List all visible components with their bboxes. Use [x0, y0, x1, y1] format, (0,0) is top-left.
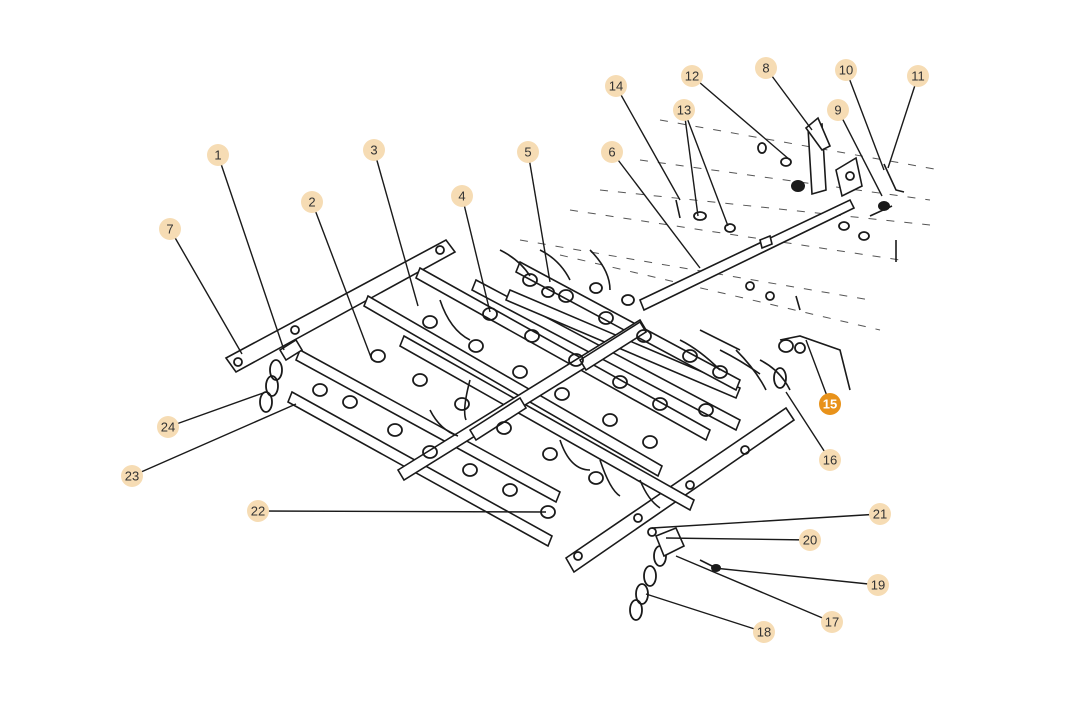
- callout-7[interactable]: 7: [159, 218, 181, 240]
- svg-text:1: 1: [214, 148, 221, 163]
- svg-text:11: 11: [911, 69, 925, 84]
- svg-text:4: 4: [458, 189, 465, 204]
- callout-10[interactable]: 10: [835, 59, 857, 81]
- svg-text:17: 17: [825, 615, 839, 630]
- left-chain: [259, 338, 304, 413]
- callout-21[interactable]: 21: [869, 503, 891, 525]
- tine-bars: [286, 260, 742, 548]
- svg-text:7: 7: [166, 222, 173, 237]
- callout-11[interactable]: 11: [907, 65, 929, 87]
- svg-text:3: 3: [370, 143, 377, 158]
- svg-text:5: 5: [524, 145, 531, 160]
- callout-19[interactable]: 19: [867, 574, 889, 596]
- leader-lines: [131, 67, 919, 633]
- svg-text:16: 16: [823, 453, 837, 468]
- callout-4[interactable]: 4: [451, 185, 473, 207]
- callout-22[interactable]: 22: [247, 500, 269, 522]
- callout-2[interactable]: 2: [301, 191, 323, 213]
- svg-text:10: 10: [839, 63, 853, 78]
- callout-3[interactable]: 3: [363, 139, 385, 161]
- callout-23[interactable]: 23: [121, 465, 143, 487]
- right-chain: [629, 526, 721, 621]
- svg-text:18: 18: [757, 625, 771, 640]
- callouts: 1 2 3 4 5 6 7 8 9 10 11 12 13 14 15 16 1…: [121, 57, 929, 643]
- svg-text:2: 2: [308, 195, 315, 210]
- svg-text:24: 24: [161, 420, 175, 435]
- svg-text:22: 22: [251, 504, 265, 519]
- svg-text:13: 13: [677, 103, 691, 118]
- callout-1[interactable]: 1: [207, 144, 229, 166]
- callout-15[interactable]: 15: [819, 393, 841, 415]
- svg-text:20: 20: [803, 533, 817, 548]
- callout-6[interactable]: 6: [601, 141, 623, 163]
- callout-13[interactable]: 13: [673, 99, 695, 121]
- callout-17[interactable]: 17: [821, 611, 843, 633]
- callout-5[interactable]: 5: [517, 141, 539, 163]
- curved-tines: [429, 249, 791, 509]
- harrow-frame-drawing: [224, 116, 941, 621]
- callout-12[interactable]: 12: [681, 65, 703, 87]
- svg-text:21: 21: [873, 507, 887, 522]
- callout-14[interactable]: 14: [605, 75, 627, 97]
- callout-20[interactable]: 20: [799, 529, 821, 551]
- svg-text:19: 19: [871, 578, 885, 593]
- svg-text:9: 9: [834, 103, 841, 118]
- svg-text:12: 12: [685, 69, 699, 84]
- callout-24[interactable]: 24: [157, 416, 179, 438]
- svg-text:6: 6: [608, 145, 615, 160]
- svg-text:23: 23: [125, 469, 139, 484]
- svg-text:15: 15: [823, 397, 837, 412]
- svg-text:14: 14: [609, 79, 623, 94]
- callout-9[interactable]: 9: [827, 99, 849, 121]
- tine-rings: [312, 273, 728, 519]
- callout-18[interactable]: 18: [753, 621, 775, 643]
- callout-8[interactable]: 8: [755, 57, 777, 79]
- callout-16[interactable]: 16: [819, 449, 841, 471]
- svg-text:8: 8: [762, 61, 769, 76]
